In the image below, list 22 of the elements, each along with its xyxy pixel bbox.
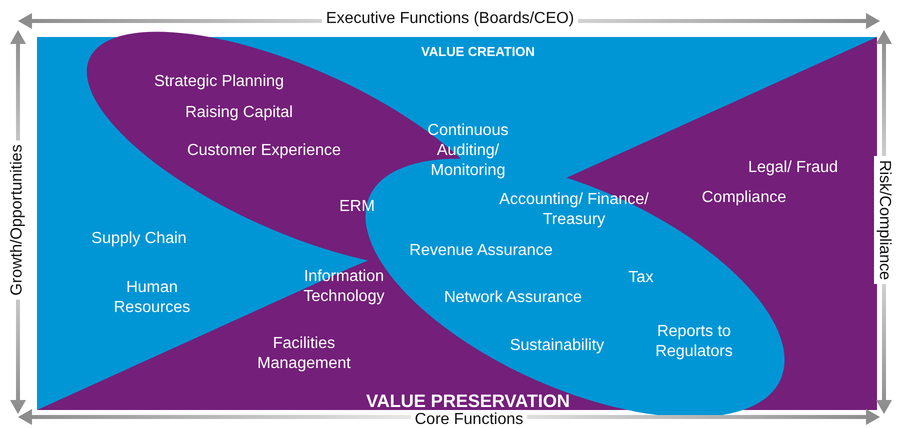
function-label: Human Resources (112, 278, 192, 318)
function-label: Compliance (700, 188, 788, 208)
axis-label: Growth/Opportunities (8, 140, 28, 300)
function-label: Tax (628, 268, 654, 288)
function-label: Sustainability (508, 336, 606, 356)
function-label: Strategic Planning (153, 72, 285, 92)
function-label: Legal/ Fraud (747, 158, 839, 178)
axis-label: Executive Functions (Boards/CEO) (322, 9, 578, 29)
function-label: Continuous Auditing/ Monitoring (426, 121, 510, 181)
function-label: Revenue Assurance (408, 241, 554, 261)
function-label: Network Assurance (443, 288, 583, 308)
function-label: Customer Experience (186, 141, 342, 161)
zone-heading: VALUE PRESERVATION (365, 391, 571, 411)
function-label: Reports to Regulators (654, 322, 734, 362)
axis-label: Risk/Compliance (874, 156, 894, 284)
zone-heading: VALUE CREATION (420, 43, 536, 61)
function-label: ERM (338, 197, 376, 217)
function-label: Supply Chain (90, 229, 188, 249)
function-label: Raising Capital (184, 103, 294, 123)
function-label: Facilities Management (256, 334, 352, 374)
function-label: Information Technology (302, 267, 386, 307)
function-label: Accounting/ Finance/ Treasury (498, 190, 650, 230)
